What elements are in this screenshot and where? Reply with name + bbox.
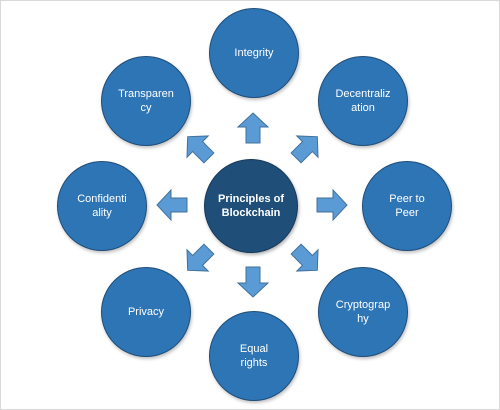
arrow-down-icon <box>236 266 270 298</box>
principle-label: Privacy <box>127 306 165 318</box>
principle-node-peer-to-peer: Peer to Peer <box>362 161 452 251</box>
principle-node-privacy: Privacy <box>101 267 191 357</box>
arrow-up-icon <box>236 112 270 144</box>
principle-label: Integrity <box>234 47 274 59</box>
arrow-up-right-icon <box>290 135 319 164</box>
arrow-down-left-icon <box>186 243 215 272</box>
principle-label: Decentraliz ation <box>335 88 391 114</box>
principle-node-transparency: Transparen cy <box>101 56 191 146</box>
principle-node-cryptography: Cryptograp hy <box>318 267 408 357</box>
arrow-up-left-icon <box>186 135 215 164</box>
center-label: Principles of Blockchain <box>217 193 285 219</box>
principle-label: Peer to Peer <box>389 193 425 219</box>
arrow-left-icon <box>156 188 188 222</box>
principle-node-equal-rights: Equal rights <box>209 311 299 401</box>
arrow-down-right-icon <box>290 243 319 272</box>
principle-label: Transparen cy <box>118 88 174 114</box>
principle-label: Confidenti ality <box>77 193 127 219</box>
principle-label: Equal rights <box>239 343 269 369</box>
center-node: Principles of Blockchain <box>204 159 298 253</box>
principle-node-confidentiality: Confidenti ality <box>57 161 147 251</box>
principle-node-integrity: Integrity <box>209 8 299 98</box>
principle-node-decentralization: Decentraliz ation <box>318 56 408 146</box>
arrow-right-icon <box>316 188 348 222</box>
principle-label: Cryptograp hy <box>335 299 391 325</box>
